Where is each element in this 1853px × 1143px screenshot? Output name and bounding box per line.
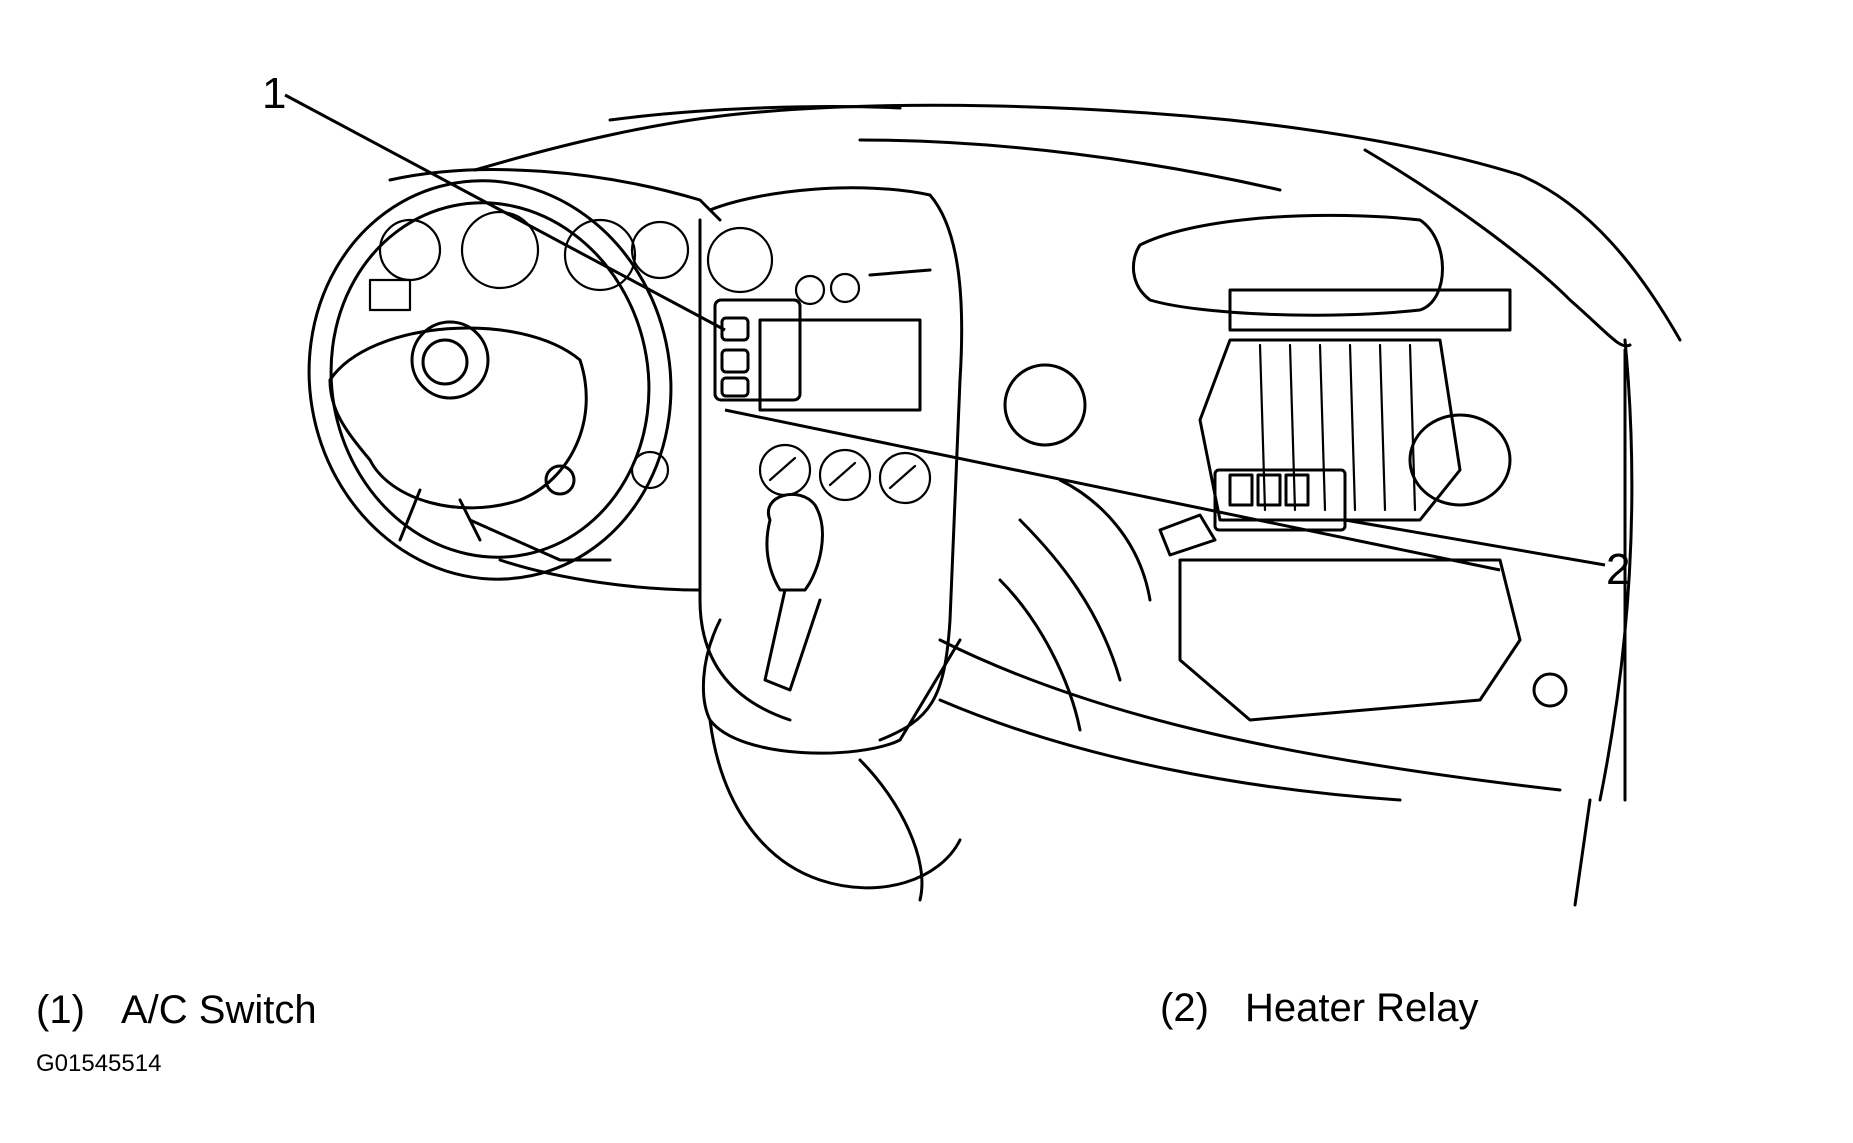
steering-column bbox=[468, 518, 612, 562]
ac-switch-body bbox=[713, 298, 802, 402]
housing-rib-5 bbox=[1378, 343, 1387, 512]
console-outline bbox=[702, 618, 962, 755]
dash-right-edge bbox=[1363, 148, 1632, 348]
dash-fastener bbox=[1532, 672, 1568, 708]
heater-relay-unit-3 bbox=[1284, 473, 1310, 507]
passenger-round-vent bbox=[1408, 413, 1512, 507]
legend-label: Heater Relay bbox=[1245, 986, 1479, 1030]
callout-number-1: 1 bbox=[262, 69, 287, 118]
center-vent bbox=[1003, 363, 1087, 447]
side-vent-left bbox=[630, 450, 670, 490]
legend-item-heater-relay: (2) Heater Relay bbox=[1160, 988, 1478, 1028]
housing-rib-2 bbox=[1288, 343, 1297, 512]
gauge-small-b bbox=[829, 272, 861, 304]
shift-gate bbox=[763, 588, 822, 692]
steering-emblem-inner bbox=[421, 338, 469, 386]
gauge-center-top bbox=[706, 226, 774, 294]
console-base bbox=[858, 758, 924, 902]
passenger-vent-top bbox=[1131, 213, 1444, 317]
ac-switch-knob-3 bbox=[720, 376, 750, 398]
knee-panel bbox=[938, 698, 1402, 802]
left-side-fastener bbox=[544, 464, 576, 496]
heater-relay-unit-2 bbox=[1256, 473, 1282, 507]
ac-switch-knob-2 bbox=[720, 348, 750, 374]
housing-rib-4 bbox=[1348, 343, 1357, 512]
shift-knob bbox=[765, 492, 824, 592]
center-stack-outline bbox=[708, 186, 964, 742]
lower-trim-line bbox=[938, 638, 1562, 792]
climate-knob-3 bbox=[878, 451, 932, 505]
center-stack-left-edge bbox=[698, 218, 792, 722]
harness-2 bbox=[1058, 478, 1152, 602]
relay-bracket bbox=[1158, 513, 1217, 557]
dashboard-line-art bbox=[307, 103, 1682, 907]
figure-id: G01545514 bbox=[36, 1050, 162, 1077]
heater-relay-body bbox=[1213, 468, 1347, 532]
callout-2-leader bbox=[1344, 518, 1606, 567]
climate-knob-3-mark bbox=[888, 464, 917, 490]
dash-top-inner bbox=[608, 105, 902, 122]
gauge-2 bbox=[460, 210, 540, 290]
dash-right-vertical bbox=[1573, 348, 1627, 907]
cluster-indicator bbox=[368, 278, 412, 312]
housing-rib-1 bbox=[1258, 343, 1267, 512]
callout-1-leader-ext bbox=[724, 408, 1501, 572]
ac-switch-knob-1 bbox=[720, 316, 750, 342]
harness-1 bbox=[1018, 518, 1122, 682]
gauge-1 bbox=[378, 218, 442, 282]
dash-right-lower-curve bbox=[1598, 338, 1634, 802]
dash-top-outline bbox=[473, 103, 1682, 342]
passenger-vent-bracket bbox=[1228, 288, 1512, 332]
gauge-4 bbox=[630, 220, 690, 280]
legend-number: (1) bbox=[36, 988, 85, 1032]
climate-knob-1 bbox=[758, 443, 812, 497]
legend-item-ac-switch: (1) A/C Switch bbox=[36, 990, 317, 1030]
radio-slot bbox=[868, 268, 932, 277]
steering-wheel-inner bbox=[329, 201, 651, 559]
climate-knob-2 bbox=[818, 448, 872, 502]
radio-unit bbox=[758, 318, 922, 412]
gauge-3 bbox=[563, 218, 637, 292]
steering-wheel-outer bbox=[307, 179, 673, 581]
left-dash-outline bbox=[498, 558, 702, 592]
console-lower bbox=[708, 718, 962, 890]
climate-knob-2-mark bbox=[828, 461, 857, 487]
harness-3 bbox=[998, 578, 1082, 732]
housing-rib-6 bbox=[1408, 343, 1417, 512]
legend-number: (2) bbox=[1160, 986, 1209, 1030]
housing-rib-3 bbox=[1318, 343, 1327, 512]
glovebox-housing bbox=[1198, 338, 1462, 522]
steering-emblem-outer bbox=[410, 320, 490, 400]
legend-label: A/C Switch bbox=[121, 988, 317, 1032]
steering-hub bbox=[328, 326, 588, 510]
dash-top-inner-2 bbox=[858, 138, 1282, 192]
climate-knob-1-mark bbox=[768, 456, 797, 482]
heater-relay-unit-1 bbox=[1228, 473, 1254, 507]
callout-1-leader bbox=[284, 93, 726, 332]
callout-number-2: 2 bbox=[1606, 545, 1631, 594]
gauge-small-a bbox=[794, 274, 826, 306]
passenger-lower-panel bbox=[1178, 558, 1522, 722]
